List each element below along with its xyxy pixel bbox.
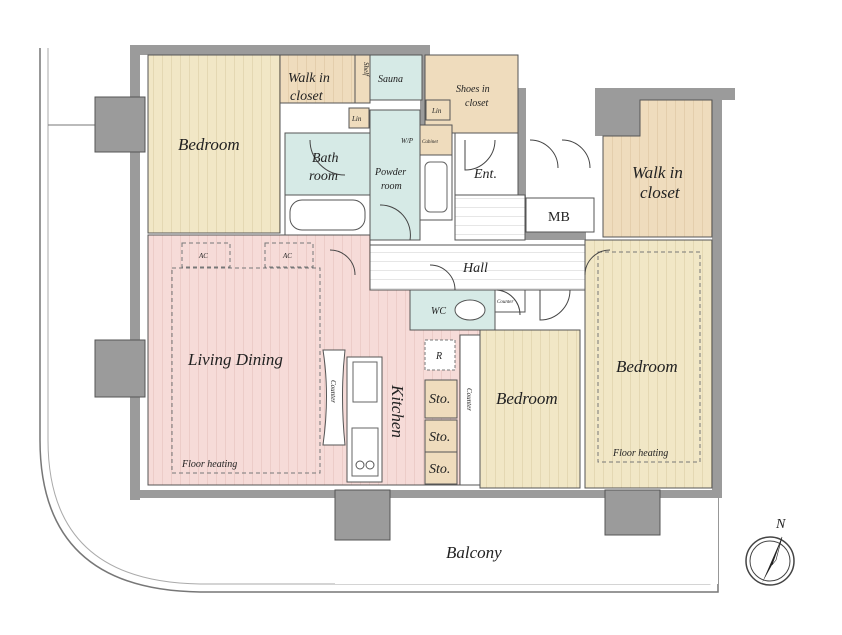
label-counter-kitchen: Counter — [329, 380, 337, 403]
label-sto-3: Sto. — [429, 462, 450, 477]
entrance-floor — [454, 194, 526, 241]
label-cabinet: Cabinet — [422, 140, 438, 145]
label-sauna: Sauna — [378, 74, 403, 85]
label-bedroom-mid: Bedroom — [496, 389, 558, 408]
entrance — [454, 132, 519, 196]
label-wic-right: Walk in — [632, 163, 683, 182]
balcony-floor — [335, 498, 718, 584]
label-counter-wc: Counter — [497, 300, 513, 305]
walk-in-closet-right — [602, 99, 713, 238]
label-floor-heating-bedroom: Floor heating — [612, 448, 668, 459]
doors — [309, 139, 611, 321]
label-kitchen: Kitchen — [388, 384, 407, 438]
label-ac-2: AC — [282, 252, 292, 260]
hall — [369, 244, 586, 291]
label-bedroom-e: Bedroom — [616, 357, 678, 376]
storage-2 — [424, 419, 458, 453]
label-north: N — [775, 517, 786, 532]
north-compass-icon — [745, 536, 795, 586]
label-shoes-closet-2: closet — [465, 98, 489, 109]
label-walk-in-closet-2: closet — [290, 89, 324, 104]
label-living-dining: Living Dining — [187, 350, 283, 369]
storage-1 — [424, 379, 458, 419]
label-wic-right-2: closet — [640, 183, 681, 202]
walk-in-closet — [279, 54, 356, 104]
label-ent: Ent. — [473, 167, 497, 182]
storage-3 — [424, 451, 458, 485]
label-shelf: Shelf — [362, 62, 370, 77]
label-ac-1: AC — [198, 252, 208, 260]
bedroom-mid — [479, 329, 581, 489]
lin-left — [348, 107, 370, 129]
label-refrigerator: R — [435, 351, 442, 362]
label-balcony: Balcony — [446, 543, 502, 562]
powder-room — [369, 109, 421, 241]
label-counter-mid: Counter — [465, 388, 473, 411]
mb — [525, 197, 595, 233]
label-hall: Hall — [462, 261, 488, 276]
label-bath: Bath — [312, 151, 338, 166]
label-walk-in-closet: Walk in — [288, 71, 330, 86]
counter-mid — [459, 334, 481, 486]
counter-wc — [494, 289, 526, 313]
label-wp: W/P — [401, 137, 414, 145]
pillars — [94, 96, 661, 541]
refrigerator — [424, 339, 456, 371]
label-mb: MB — [548, 210, 570, 225]
lin-right — [425, 99, 451, 121]
label-bath-2: room — [309, 169, 338, 184]
label-wc: WC — [431, 306, 446, 317]
label-shoes-closet: Shoes in — [456, 84, 490, 95]
bedroom-e — [584, 239, 713, 489]
sauna — [369, 54, 423, 101]
balcony-outline — [39, 48, 719, 593]
label-floor-heating-living: Floor heating — [181, 459, 237, 470]
bathtub — [289, 199, 366, 231]
label-bedroom-nw: Bedroom — [178, 135, 240, 154]
label-lin-right: Lin — [431, 107, 442, 115]
bedroom-nw — [147, 54, 281, 234]
label-powder-2: room — [381, 181, 402, 192]
label-sto-2: Sto. — [429, 430, 450, 445]
label-lin-left: Lin — [351, 115, 362, 123]
cabinet — [419, 124, 453, 156]
counter-kitchen — [322, 349, 346, 446]
label-sto-1: Sto. — [429, 392, 450, 407]
label-powder: Powder — [374, 167, 406, 178]
